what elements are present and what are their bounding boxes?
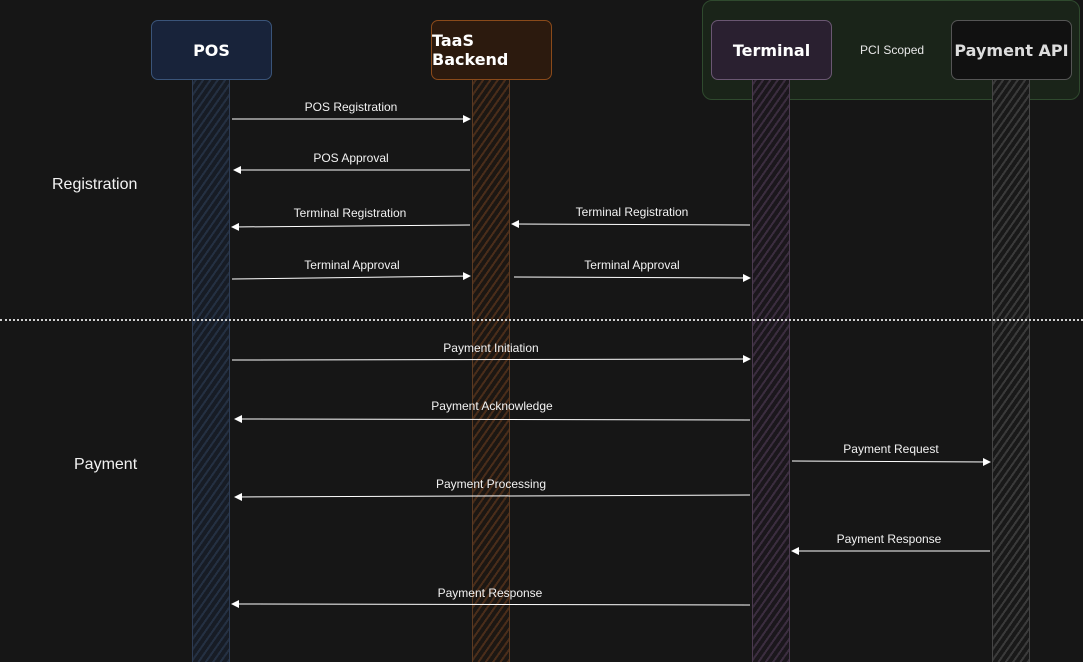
message-label: POS Approval <box>313 151 389 165</box>
message-label: Terminal Registration <box>575 205 689 219</box>
taas-backend-lifeline <box>472 80 510 662</box>
section-divider <box>0 319 1083 321</box>
message-label: POS Registration <box>304 100 398 114</box>
payment-api-lifeline <box>992 80 1030 662</box>
arrow-payment-response-to-pos <box>231 600 751 609</box>
message-label: Terminal Approval <box>304 258 400 272</box>
message-label: Payment Response <box>437 586 543 600</box>
actor-taas-backend[interactable]: TaaS Backend <box>431 20 552 80</box>
section-label-registration: Registration <box>52 176 138 193</box>
arrow-terminal-approval-to-taas <box>231 272 471 281</box>
arrow-terminal-approval-to-terminal <box>513 273 751 282</box>
message-label: Payment Response <box>836 532 942 546</box>
arrow-payment-acknowledge <box>234 415 751 424</box>
terminal-lifeline <box>752 80 790 662</box>
arrow-payment-processing <box>234 492 751 501</box>
pos-lifeline <box>192 80 230 662</box>
message-label: Payment Acknowledge <box>431 399 553 413</box>
actor-payment-api[interactable]: Payment API <box>951 20 1072 80</box>
message-label: Terminal Registration <box>293 206 407 220</box>
message-label: Payment Processing <box>435 477 547 491</box>
arrow-terminal-registration-to-taas <box>511 220 751 229</box>
arrow-terminal-registration-to-pos <box>231 222 471 231</box>
message-label: Payment Request <box>843 442 939 456</box>
arrow-payment-request <box>791 457 991 466</box>
actor-terminal[interactable]: Terminal <box>711 20 832 80</box>
actor-pos[interactable]: POS <box>151 20 272 80</box>
message-label: Payment Initiation <box>443 341 539 355</box>
pci-scoped-label: PCI Scoped <box>860 43 925 57</box>
section-label-payment: Payment <box>74 456 138 473</box>
arrow-payment-initiation <box>231 355 751 364</box>
message-label: Terminal Approval <box>584 258 680 272</box>
